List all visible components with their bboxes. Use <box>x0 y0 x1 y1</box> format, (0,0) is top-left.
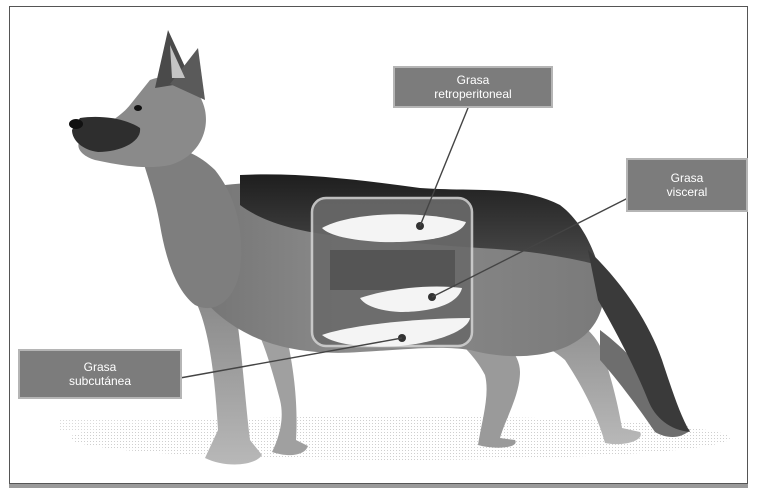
dog-head <box>69 30 241 308</box>
label-visceral-line2: visceral <box>667 185 708 199</box>
label-subcutanea: Grasa subcutánea <box>18 349 182 399</box>
label-retroperitoneal: Grasa retroperitoneal <box>393 66 553 108</box>
label-retroperitoneal-line2: retroperitoneal <box>434 87 511 101</box>
label-visceral-line1: Grasa <box>667 171 708 185</box>
label-visceral: Grasa visceral <box>626 158 748 212</box>
label-subcutanea-line2: subcutánea <box>69 374 131 388</box>
label-retroperitoneal-line1: Grasa <box>434 73 511 87</box>
label-subcutanea-line1: Grasa <box>69 360 131 374</box>
